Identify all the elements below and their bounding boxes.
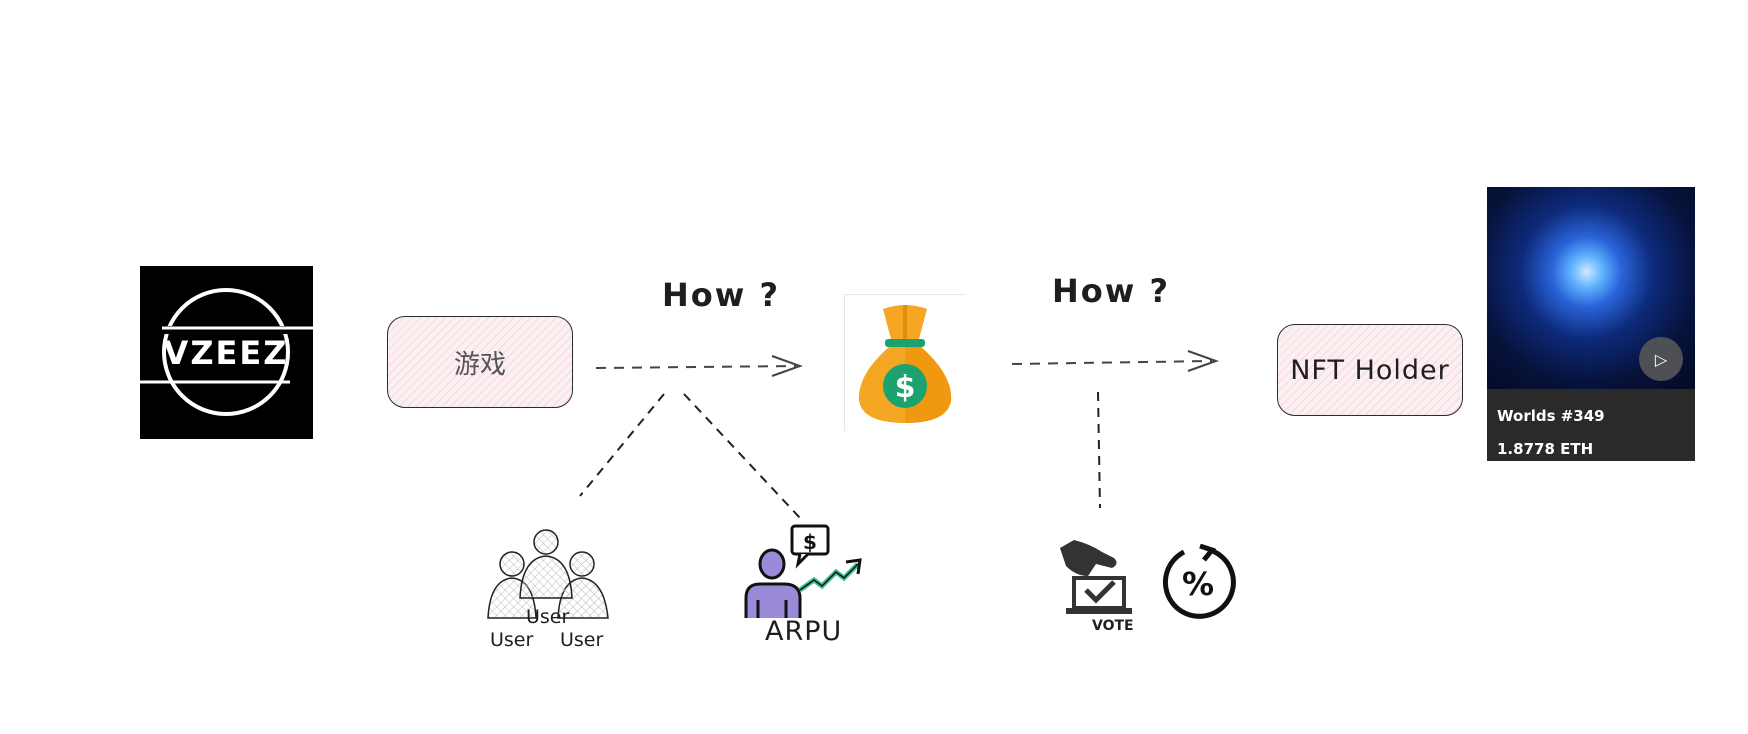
arrow-money-to-nft <box>1011 350 1219 372</box>
brand-logo: VZEEZ <box>140 266 313 439</box>
nft-card-price: 1.8778 ETH <box>1497 440 1594 458</box>
how-label-1: How ? <box>662 276 781 314</box>
link-to-users <box>579 393 665 497</box>
arrow-game-to-money <box>595 355 803 377</box>
svg-text:VZEEZ: VZEEZ <box>164 334 289 372</box>
user-label-left: User <box>490 629 534 651</box>
play-icon: ▷ <box>1654 349 1668 369</box>
vote-icon <box>1056 538 1142 618</box>
game-box-label: 游戏 <box>453 349 506 380</box>
link-to-arpu <box>683 393 801 519</box>
nft-holder-label: NFT Holder <box>1290 354 1450 386</box>
link-to-vote <box>1097 391 1101 509</box>
nft-card[interactable]: ▷ Worlds #349 1.8778 ETH <box>1487 187 1695 461</box>
play-button[interactable]: ▷ <box>1639 337 1683 381</box>
money-bag-icon: $ <box>844 294 965 431</box>
arpu-currency-symbol: $ <box>803 530 817 554</box>
arpu-icon: $ <box>740 524 864 620</box>
users-group: User User User <box>484 526 614 656</box>
how-label-2: How ? <box>1052 272 1171 310</box>
brand-logo-mark: VZEEZ <box>140 288 313 416</box>
money-bag-symbol: $ <box>895 370 916 405</box>
percent-symbol: % <box>1182 565 1214 603</box>
vote-label: VOTE <box>1092 618 1134 634</box>
game-box: 游戏 <box>387 316 573 408</box>
percent-cycle-icon: % <box>1160 543 1236 620</box>
users-icon <box>487 529 609 619</box>
arpu-label: ARPU <box>765 616 843 647</box>
nft-holder-box: NFT Holder <box>1277 324 1463 416</box>
user-label-center: User <box>526 606 570 628</box>
user-label-right: User <box>560 629 604 651</box>
nft-card-title: Worlds #349 <box>1497 407 1605 425</box>
